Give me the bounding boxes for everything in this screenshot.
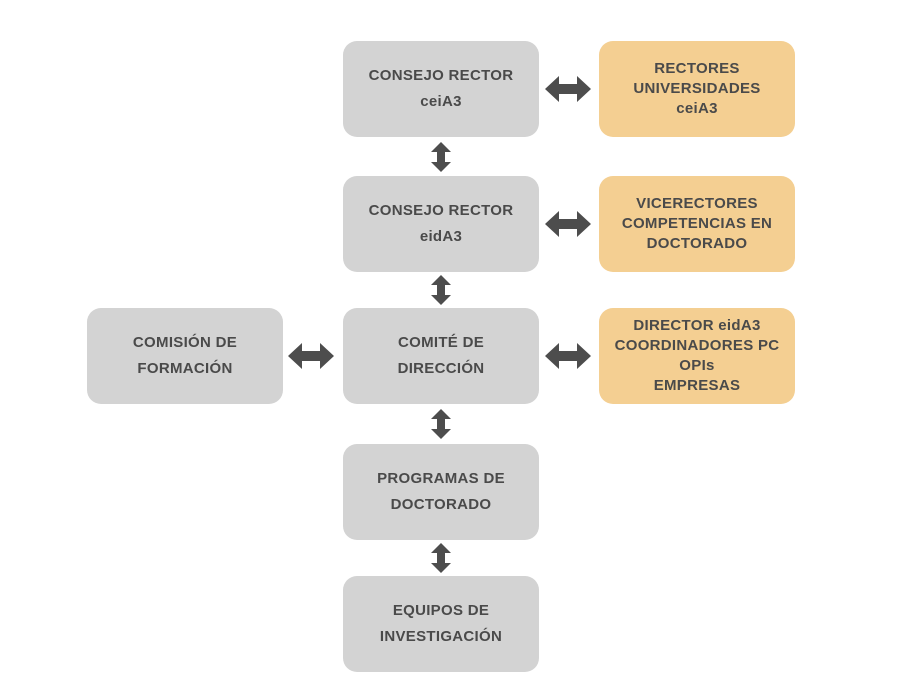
box-text-line: RECTORES [654, 60, 740, 77]
double-arrow-icon [545, 76, 591, 102]
double-arrow-icon [545, 343, 591, 369]
double-arrow-icon [431, 543, 451, 573]
programas-doctorado-box: PROGRAMAS DE DOCTORADO [343, 444, 539, 540]
double-arrow-icon [288, 343, 334, 369]
box-text-line: FORMACIÓN [137, 360, 233, 377]
box-text-line: ceiA3 [420, 93, 462, 110]
box-text-line: DOCTORADO [390, 496, 492, 513]
vicerectores-box: VICERECTORES COMPETENCIAS EN DOCTORADO [599, 176, 795, 272]
consejo-rector-eida3-box: CONSEJO RECTOR eidA3 [343, 176, 539, 272]
box-text-line: COORDINADORES PC [614, 337, 780, 354]
box-text-line: PROGRAMAS DE [377, 470, 505, 487]
box-text-line: INVESTIGACIÓN [379, 628, 503, 645]
box-text-line: COMISIÓN DE [132, 334, 238, 351]
double-arrow-icon [431, 142, 451, 172]
box-text-line: CONSEJO RECTOR [368, 202, 514, 219]
equipos-investigacion-box: EQUIPOS DE INVESTIGACIÓN [343, 576, 539, 672]
box-text-line: DOCTORADO [646, 235, 748, 252]
director-coordinadores-box: DIRECTOR eidA3 COORDINADORES PC OPIs EMP… [599, 308, 795, 404]
rectores-universidades-box: RECTORES UNIVERSIDADES ceiA3 [599, 41, 795, 137]
box-text-line: VICERECTORES [636, 195, 758, 212]
comision-formacion-box: COMISIÓN DE FORMACIÓN [87, 308, 283, 404]
box-text-line: COMPETENCIAS EN [621, 215, 773, 232]
comite-direccion-box: COMITÉ DE DIRECCIÓN [343, 308, 539, 404]
box-text-line: UNIVERSIDADES [633, 80, 761, 97]
box-text-line: ceiA3 [676, 100, 718, 117]
double-arrow-icon [431, 409, 451, 439]
box-text-line: DIRECCIÓN [397, 360, 485, 377]
box-text-line: COMITÉ DE [397, 334, 485, 351]
double-arrow-icon [545, 211, 591, 237]
box-text-line: EQUIPOS DE [392, 602, 490, 619]
consejo-rector-ceia3-box: CONSEJO RECTOR ceiA3 [343, 41, 539, 137]
box-text-line: DIRECTOR eidA3 [633, 317, 761, 334]
box-text-line: eidA3 [419, 228, 463, 245]
box-text-line: OPIs [679, 357, 715, 374]
double-arrow-icon [431, 275, 451, 305]
box-text-line: CONSEJO RECTOR [368, 67, 514, 84]
box-text-line: EMPRESAS [653, 377, 741, 394]
